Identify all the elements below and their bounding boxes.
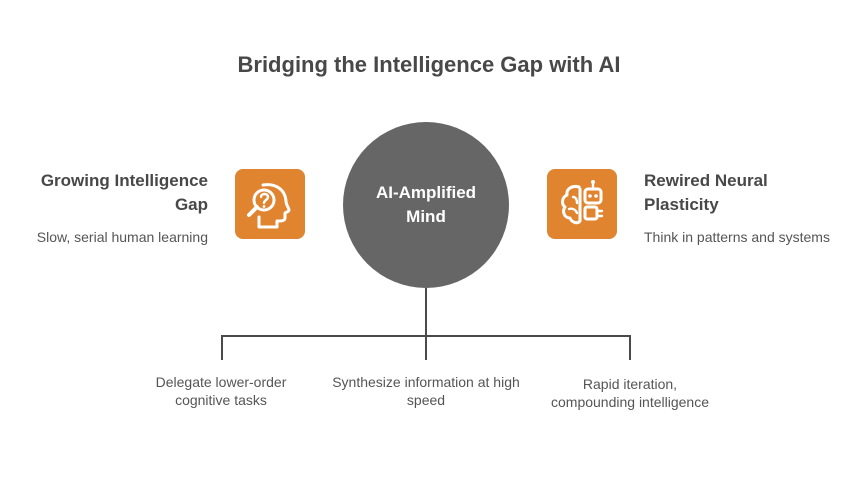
center-label: AI-Amplified Mind [375,183,477,226]
left-heading: Growing Intelligence Gap [40,171,208,214]
branch-text-delegate: Delegate lower-order cognitive tasks [155,374,287,408]
left-description: Slow, serial human learning [36,229,208,245]
left-icon-box [235,169,305,239]
right-icon-box [547,169,617,239]
branch-text-synthesize: Synthesize information at high speed [332,374,520,408]
diagram-title: Bridging the Intelligence Gap with AI [237,52,621,77]
branch-text-rapid-iteration: Rapid iteration, compounding intelligenc… [551,376,709,410]
brain-robot-icon [561,180,604,225]
right-heading: Rewired Neural Plasticity [644,171,768,214]
center-node: AI-Amplified Mind [343,122,509,288]
right-description: Think in patterns and systems [644,229,830,245]
head-question-icon [247,183,291,229]
